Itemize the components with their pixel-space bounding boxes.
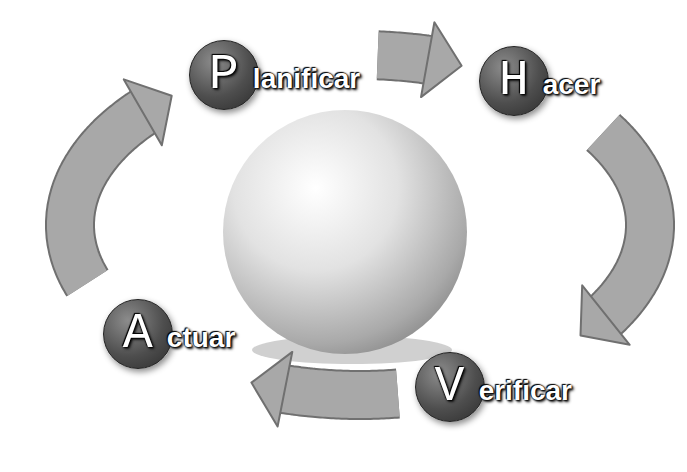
arrow-head (251, 352, 292, 427)
sphere (223, 110, 467, 354)
arrow-band (378, 55, 433, 60)
step-label: Hacer (479, 46, 601, 116)
cycle-step-circle: Actuar (103, 299, 173, 369)
arrow-band-edge (283, 389, 398, 395)
arrow-head (124, 79, 172, 145)
arrow-band (283, 389, 398, 395)
cycle-step-circle: Verificar (415, 352, 485, 422)
cycle-step-circle: Hacer (479, 46, 549, 116)
arrow-band (70, 111, 145, 283)
cycle-arrow (581, 132, 651, 344)
cycle-arrow (251, 352, 398, 427)
step-label: Verificar (415, 352, 572, 422)
cycle-arrow (70, 79, 172, 283)
arrow-band-edge (603, 132, 650, 316)
arrow-band (603, 132, 650, 316)
arrow-band-edge (378, 55, 433, 60)
arrow-band-edge (70, 111, 145, 283)
arrow-head (581, 285, 630, 344)
cycle-step-circle: Planificar (189, 40, 259, 110)
arrow-head (421, 22, 462, 97)
step-label: Planificar (189, 40, 360, 110)
cycle-arrow (378, 22, 462, 97)
step-label: Actuar (103, 299, 235, 369)
